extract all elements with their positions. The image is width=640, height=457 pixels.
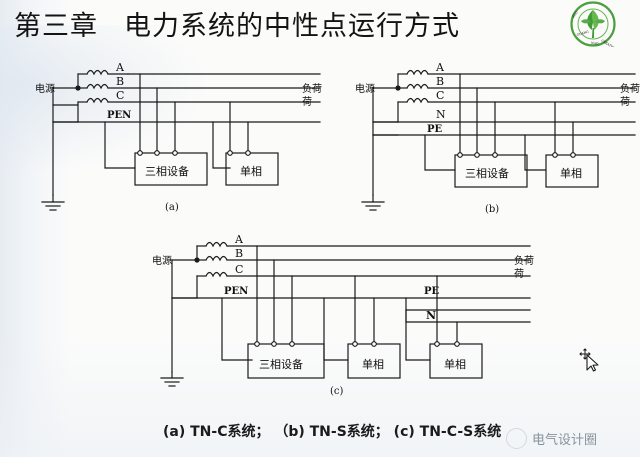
label-three-phase-device-b: 三相设备 xyxy=(465,166,509,180)
three-phase-device-box xyxy=(454,154,528,188)
label-single-phase-device-c1: 单相 xyxy=(362,358,384,371)
figure-caption: (a) TN-C系统； （b) TN-S系统； (c) TN-C-S系统 xyxy=(163,424,502,440)
label-pe-c: PE xyxy=(424,286,440,297)
single-phase-device-box xyxy=(225,152,279,186)
label-n-c: N xyxy=(426,309,436,322)
label-source-a: 电源 xyxy=(35,82,55,95)
label-phase-a-a: A xyxy=(115,61,125,74)
label-three-phase-device-a: 三相设备 xyxy=(145,164,189,178)
svg-text:CREATION: CREATION xyxy=(600,38,617,47)
svg-text:NAO: NAO xyxy=(591,41,599,46)
label-phase-a-b: A xyxy=(435,61,445,74)
label-phase-c-c: C xyxy=(235,263,243,276)
three-phase-device-box xyxy=(247,343,325,379)
source-node-dot xyxy=(75,85,81,91)
watermark-badge-icon xyxy=(506,427,527,449)
label-load-b-2: 荷 xyxy=(620,96,630,108)
label-phase-c-b: C xyxy=(436,89,444,102)
label-pen-c: PEN xyxy=(224,286,248,297)
background-tint-bottom xyxy=(0,337,640,457)
label-load-c-1: 负荷 xyxy=(514,254,534,267)
label-phase-b-b: B xyxy=(436,75,444,88)
sublabel-c: (c) xyxy=(330,386,344,397)
label-pen-a: PEN xyxy=(107,110,131,121)
watermark-text: 电气设计圈 xyxy=(532,431,598,447)
green-circular-leaf-logo: ZHU GUANG NAO CREATION xyxy=(570,1,618,47)
svg-text:ZHU: ZHU xyxy=(571,10,579,19)
label-source-c: 电源 xyxy=(152,254,172,267)
label-single-phase-device-a: 单相 xyxy=(240,165,262,178)
label-phase-b-c: B xyxy=(235,247,243,260)
label-source-b: 电源 xyxy=(355,82,375,95)
diagram-b-tn-s: 电源 A B C N PE 负荷 荷 三相设备 单相 (b) xyxy=(355,61,640,215)
watermark: 电气设计圈 xyxy=(506,425,597,451)
sublabel-b: (b) xyxy=(485,204,499,215)
move-cursor xyxy=(579,348,599,372)
source-node-dot xyxy=(395,85,401,91)
label-load-b-1: 负荷 xyxy=(620,82,640,95)
diagram-c-tn-c-s: 电源 A B C PEN PE N 负荷 荷 三相设备 单相 单相 (c) xyxy=(152,233,534,397)
label-load-a-2: 荷 xyxy=(302,96,312,108)
label-single-phase-device-b: 单相 xyxy=(560,167,582,180)
title-chapter: 第三章 xyxy=(14,11,98,42)
label-pe-b: PE xyxy=(427,124,443,135)
page-title: 第三章电力系统的中性点运行方式 xyxy=(14,4,460,43)
label-phase-b-a: B xyxy=(116,75,124,88)
svg-text:GUANG: GUANG xyxy=(576,30,590,37)
label-load-c-2: 荷 xyxy=(514,268,524,280)
label-phase-a-c: A xyxy=(234,233,244,246)
label-phase-c-a: C xyxy=(116,89,124,102)
sublabel-a: (a) xyxy=(165,202,179,213)
title-main: 电力系统的中性点运行方式 xyxy=(124,11,460,42)
label-n-b: N xyxy=(436,108,446,121)
three-phase-device-box xyxy=(134,152,208,186)
source-node-dot xyxy=(194,257,200,263)
label-three-phase-device-c: 三相设备 xyxy=(259,357,303,371)
diagram-a-tn-c: 电源 A B C PEN 负荷 荷 三相设备 单相 (a) xyxy=(35,61,322,213)
label-single-phase-device-c2: 单相 xyxy=(444,358,466,371)
label-load-a-1: 负荷 xyxy=(302,82,322,95)
